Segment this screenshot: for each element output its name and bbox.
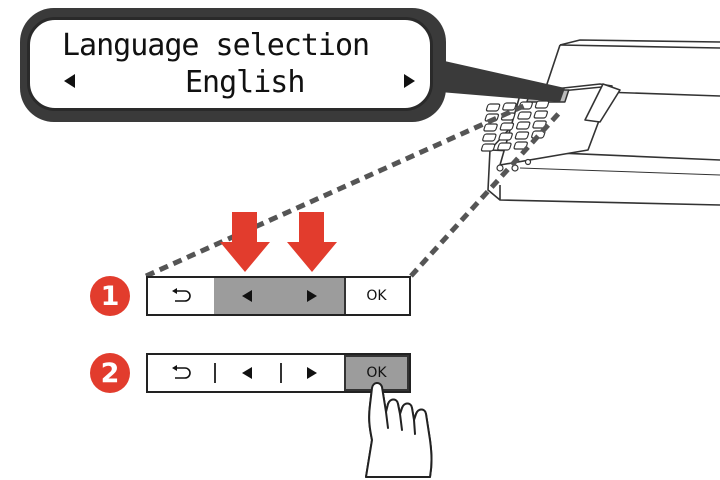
red-down-arrow-icon (287, 212, 337, 272)
button-bar-step-2: OK (146, 353, 411, 393)
lcd-title: Language selection (62, 28, 370, 63)
callout-pointer (440, 60, 565, 102)
pointing-finger-icon (365, 382, 433, 478)
lcd-right-triangle-icon (404, 74, 415, 88)
right-triangle-icon (307, 290, 317, 302)
back-arrow-icon (172, 288, 191, 302)
divider (344, 278, 346, 314)
back-arrow-icon (172, 365, 191, 379)
red-down-arrow-icon (220, 212, 270, 272)
left-triangle-icon (242, 290, 252, 302)
button-bar-step-1: OK (146, 276, 411, 316)
lcd-left-triangle-icon (64, 74, 75, 88)
lcd-screen (27, 17, 433, 111)
back-button[interactable] (148, 355, 214, 391)
left-button[interactable] (214, 355, 280, 391)
left-triangle-icon (242, 367, 252, 379)
step-badge-1: 1 (90, 276, 130, 316)
right-button[interactable] (280, 278, 344, 314)
ok-button[interactable]: OK (366, 288, 387, 304)
printer-keypad (480, 100, 550, 172)
zoom-lines (144, 101, 562, 279)
divider (280, 363, 282, 383)
left-button[interactable] (214, 278, 280, 314)
right-button[interactable] (280, 355, 344, 391)
step-badge-2: 2 (90, 353, 130, 393)
back-button[interactable] (148, 278, 214, 314)
lcd-value: English (185, 65, 305, 100)
divider (214, 363, 216, 383)
ok-button[interactable]: OK (344, 355, 409, 391)
right-triangle-icon (307, 367, 317, 379)
